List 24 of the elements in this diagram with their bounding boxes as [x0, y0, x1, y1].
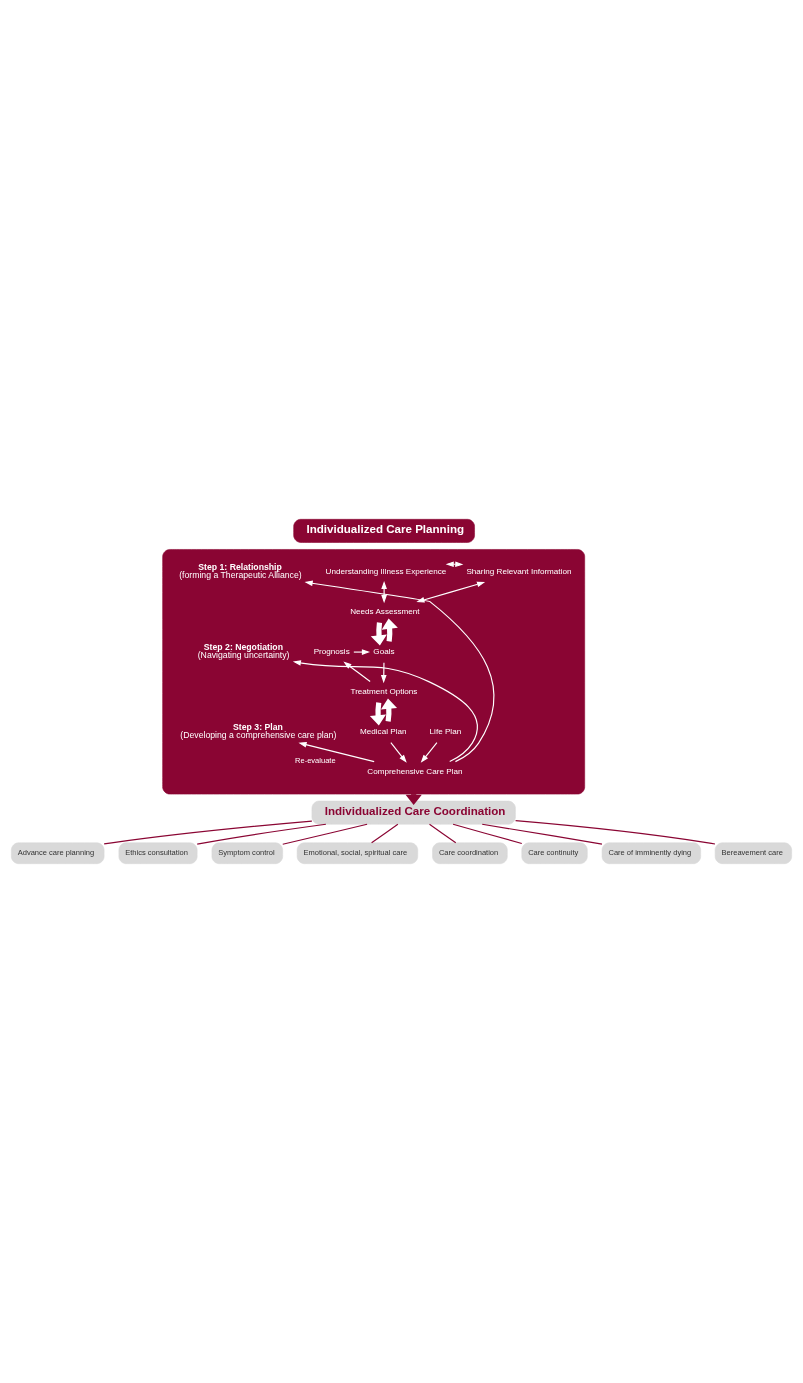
arrow	[292, 660, 478, 763]
node-text: Step 2: Negotiation (Navigating uncertainty)	[197, 641, 290, 661]
cluster	[162, 549, 585, 795]
connector	[428, 823, 457, 844]
connector	[103, 820, 313, 845]
arrow	[381, 580, 387, 604]
node-text: Step 1: Relationship (forming a Therapeutic Alliance)	[179, 561, 302, 581]
node-box: Individualized Care Planning	[293, 519, 475, 543]
arrow	[353, 649, 370, 655]
connector	[196, 823, 327, 845]
node-text: Step 3: Plan (Developing a comprehensive care plan)	[180, 721, 337, 741]
arrow	[416, 581, 486, 603]
connector	[282, 823, 368, 845]
arrow	[420, 742, 438, 763]
arrow	[390, 742, 407, 763]
arrow	[304, 580, 495, 763]
arrow	[343, 661, 371, 683]
connector	[452, 823, 523, 845]
connector	[481, 823, 603, 845]
arrow	[298, 741, 375, 763]
connector	[515, 820, 716, 845]
node-box: Individualized Care Coordination	[311, 800, 516, 825]
connector	[371, 823, 399, 844]
arrow	[380, 662, 387, 684]
